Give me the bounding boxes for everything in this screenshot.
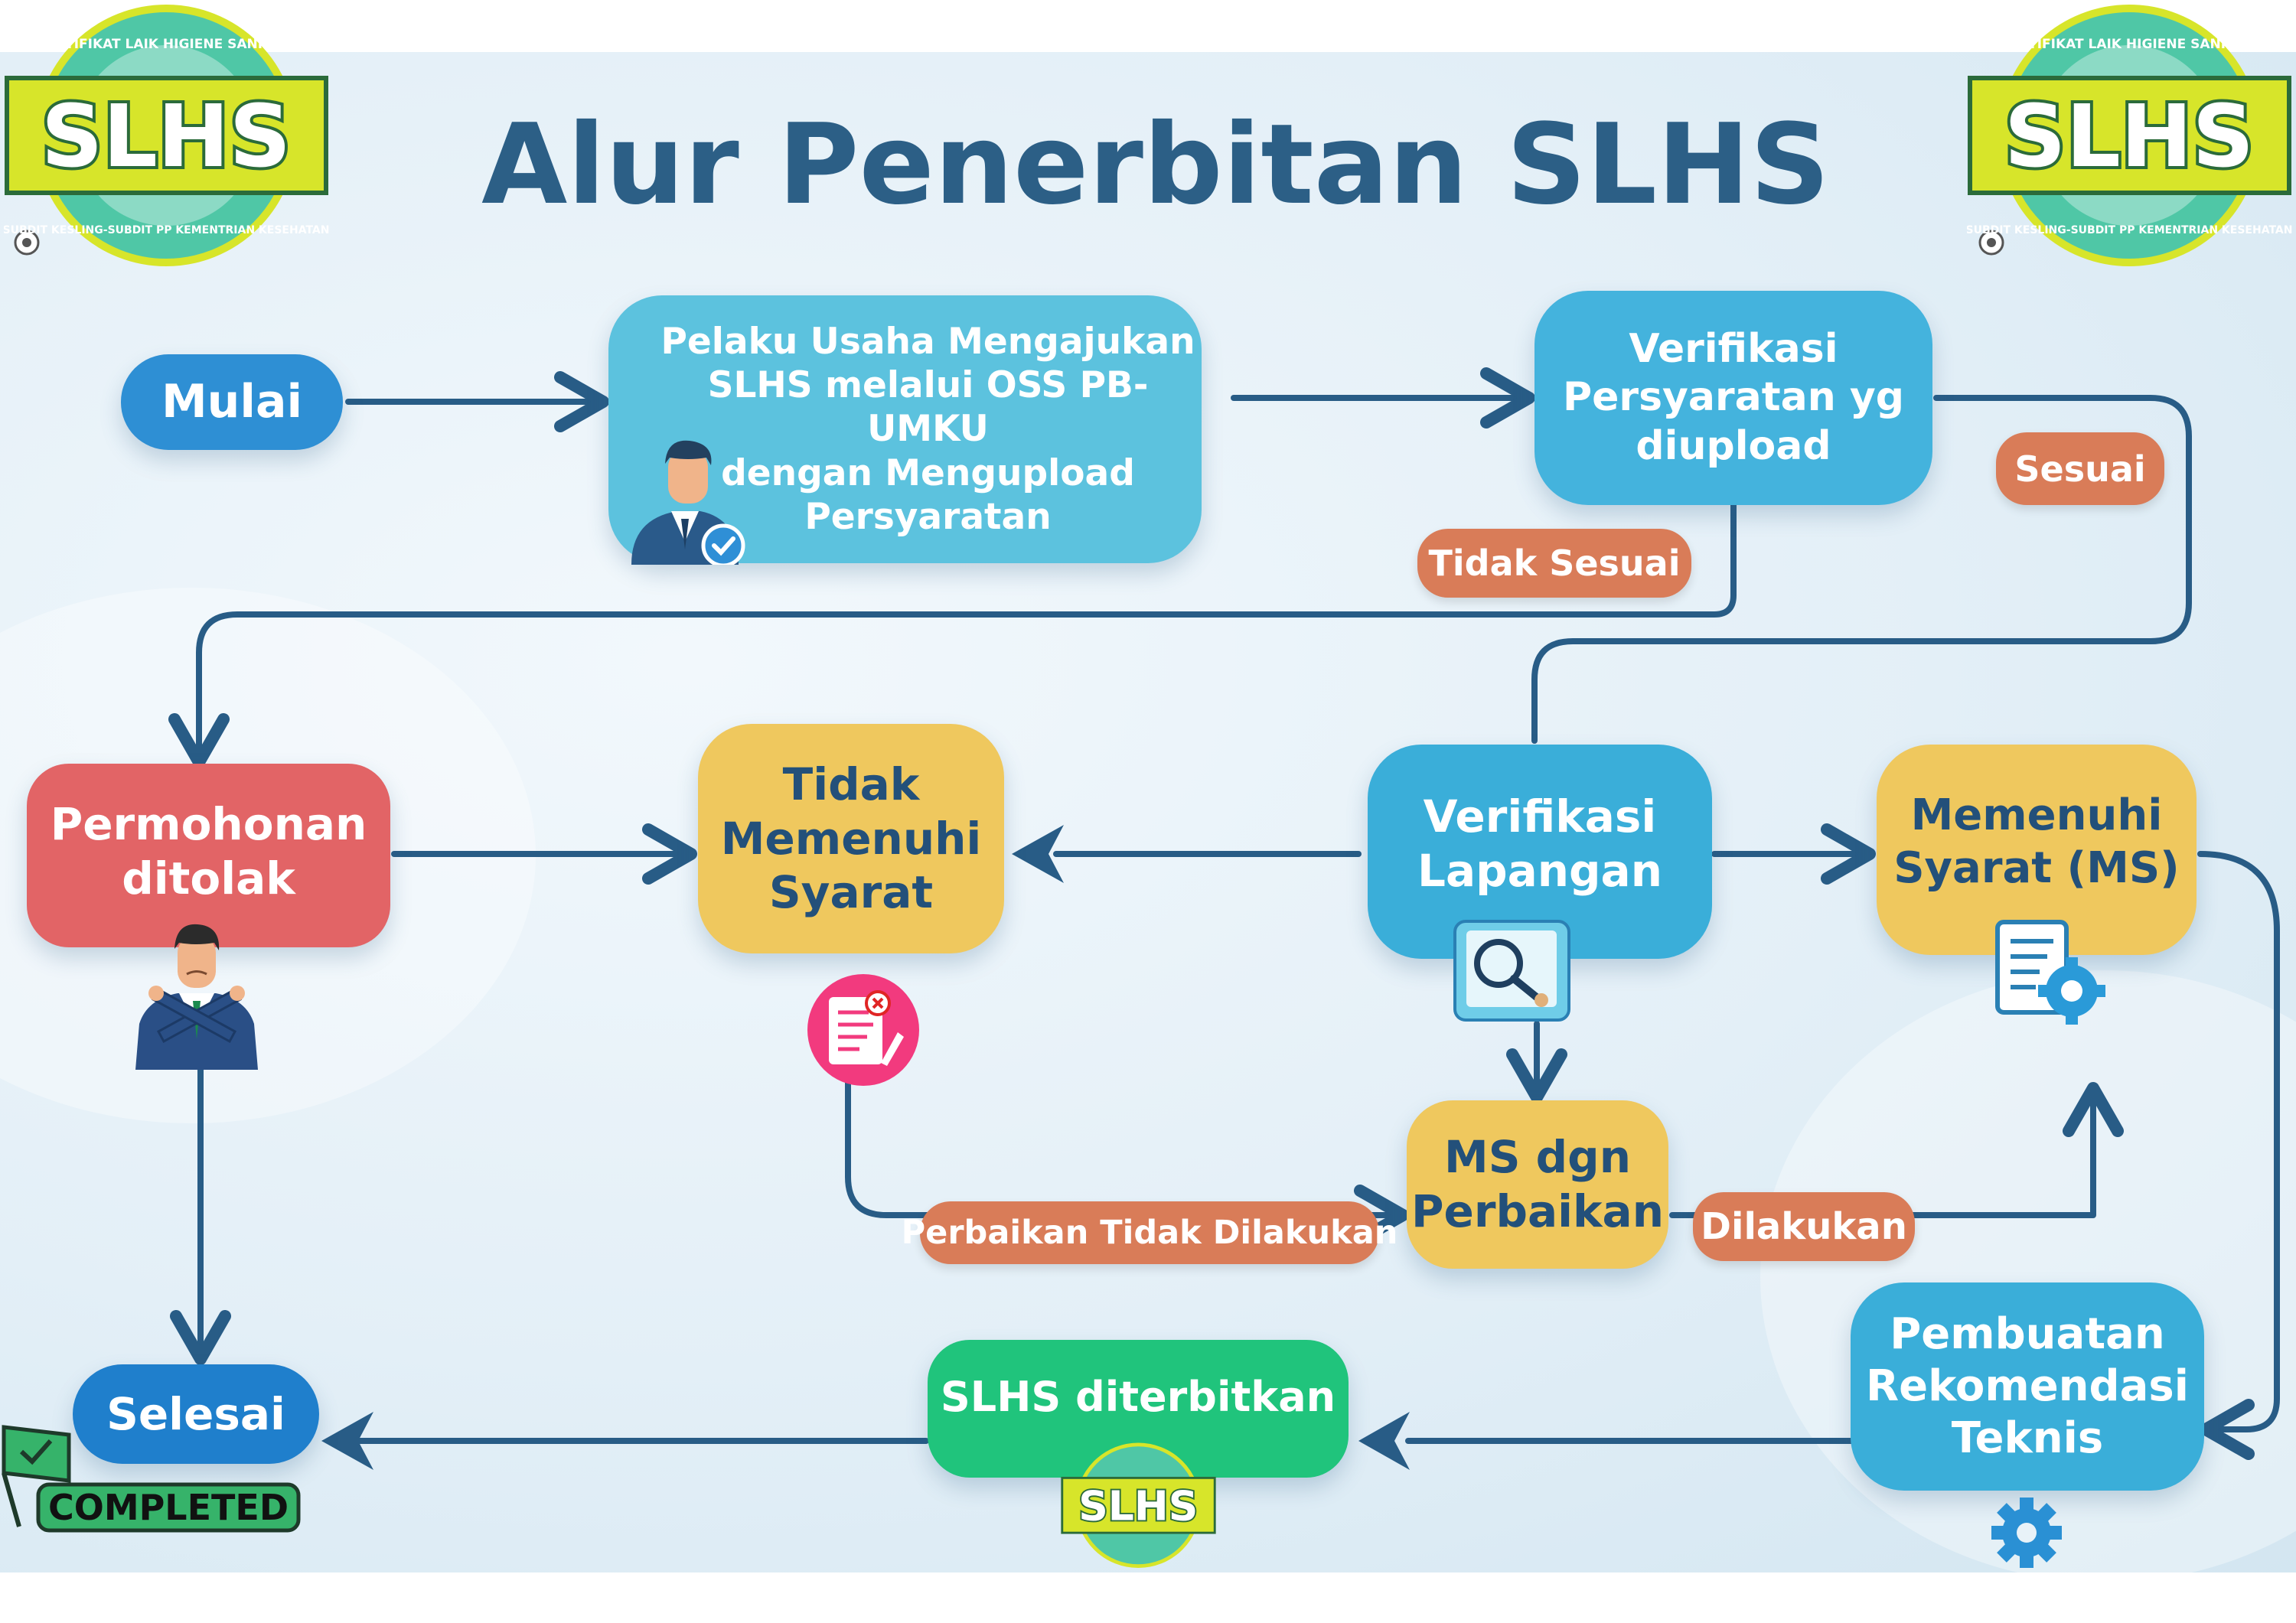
arrow-sesuai	[1531, 395, 2192, 744]
label-tidak-sesuai: Tidak Sesuai	[1417, 529, 1691, 598]
person-check-icon	[631, 440, 745, 565]
arrowhead-slhs	[1358, 1412, 1410, 1470]
label-perbaikan-tidak-dilakukan: Perbaikan Tidak Dilakukan	[902, 1201, 1397, 1264]
arrowhead-tidak-memenuhi	[1012, 825, 1064, 883]
arrow-tidak-sesuai	[168, 502, 1737, 768]
rejected-person-icon	[135, 924, 258, 1070]
diagram-canvas: Alur Penerbitan SLHS Mulai Pelaku Usaha …	[0, 52, 2296, 1572]
seal-main-text: SLHS	[1078, 1481, 1198, 1530]
node-verifikasi-persyaratan: Verifikasi Persyaratan yg diupload	[1534, 291, 1932, 505]
node-permohonan-ditolak: Permohonan ditolak	[27, 764, 390, 947]
seal-top-text: SERTIFIKAT LAIK HIGIENE SANITASI	[2001, 37, 2258, 52]
node-memenuhi-syarat: Memenuhi Syarat (MS)	[1877, 745, 2197, 955]
label-sesuai: Sesuai	[1996, 432, 2164, 505]
node-pengajuan: Pelaku Usaha Mengajukan SLHS melalui OSS…	[608, 295, 1202, 563]
arrow-ms-to-rekomendasi	[2197, 851, 2280, 1460]
completed-text: COMPLETED	[48, 1487, 289, 1528]
node-mulai: Mulai	[121, 354, 343, 450]
lens-icon	[14, 230, 40, 256]
arrow-perbaikan-tidak-dilakukan	[845, 1074, 1409, 1246]
slhs-seal-right: SERTIFIKAT LAIK HIGIENE SANITASI SLHS SU…	[1967, 5, 2292, 266]
page-title: Alur Penerbitan SLHS	[481, 99, 1830, 230]
seal-bottom-text: SUBDIT KESLING-SUBDIT PP KEMENTRIAN KESE…	[1967, 224, 2292, 236]
document-gear-icon	[1995, 920, 2105, 1025]
node-pembuatan-rekomendasi: Pembuatan Rekomendasi Teknis	[1851, 1282, 2204, 1491]
node-selesai: Selesai	[73, 1364, 319, 1464]
seal-main-text: SLHS	[41, 87, 291, 187]
seal-main-text: SLHS	[2004, 87, 2254, 187]
lens-icon	[1978, 230, 2004, 256]
slhs-seal-small: SLHS	[1061, 1442, 1216, 1569]
magnifier-icon	[1453, 920, 1570, 1022]
node-tidak-memenuhi: Tidak Memenuhi Syarat	[698, 724, 1004, 953]
node-ms-perbaikan: MS dgn Perbaikan	[1407, 1100, 1668, 1269]
seal-top-text: SERTIFIKAT LAIK HIGIENE SANITASI	[38, 37, 295, 52]
document-rejected-icon	[807, 974, 919, 1086]
seal-bottom-text: SUBDIT KESLING-SUBDIT PP KEMENTRIAN KESE…	[4, 224, 329, 236]
arrowhead-selesai	[321, 1412, 373, 1470]
slhs-seal-left: SERTIFIKAT LAIK HIGIENE SANITASI SLHS SU…	[4, 5, 329, 266]
completed-stamp: COMPLETED	[2, 1425, 301, 1533]
label-dilakukan: Dilakukan	[1693, 1192, 1915, 1261]
gear-icon	[1991, 1498, 2062, 1568]
flow-arrows	[168, 367, 2280, 1470]
